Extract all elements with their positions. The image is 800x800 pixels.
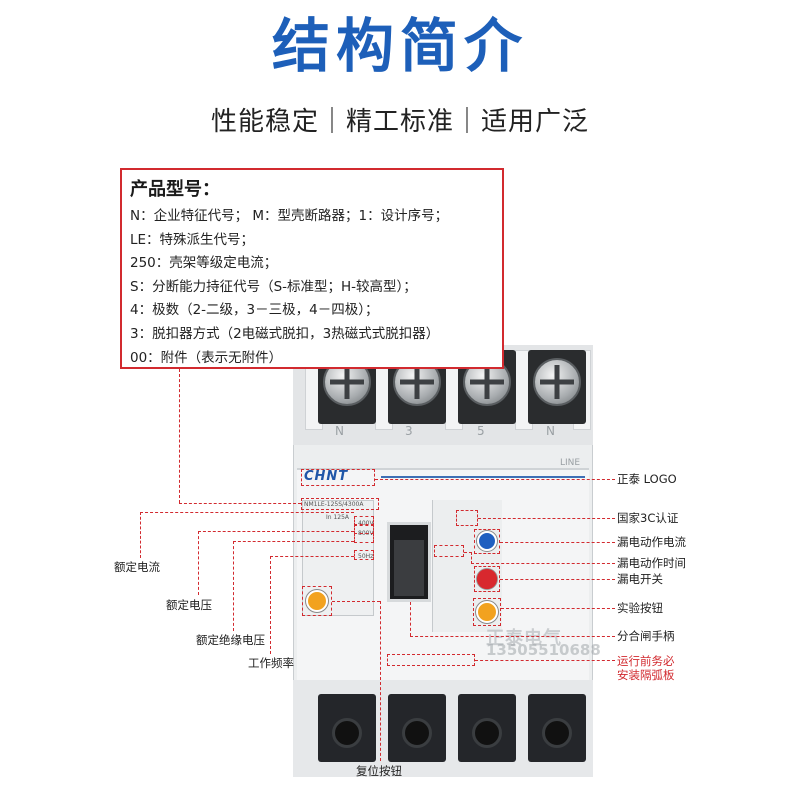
voltage-text: 400V	[358, 520, 374, 527]
annotation-logo: 正泰 LOGO	[617, 472, 677, 486]
product-spec-box: 产品型号： N：企业特征代号； M：型壳断路器；1：设计序号； LE：特殊派生代…	[120, 168, 504, 369]
spec-line: 00：附件（表示无附件）	[130, 349, 283, 366]
annotation-frequency: 工作频率	[248, 656, 294, 670]
operating-handle[interactable]	[394, 540, 424, 596]
annotation-leak-switch: 漏电开关	[617, 572, 663, 586]
spec-line: S：分断能力持征代号（S-标准型；H-较高型）；	[130, 278, 417, 295]
rating-text: In 125A	[326, 514, 350, 521]
leak-switch-button[interactable]	[477, 569, 497, 589]
terminal-hole-icon	[472, 718, 502, 748]
model-text: NM1LE-125S/4300A	[304, 501, 364, 508]
annotation-test-button: 实验按钮	[617, 601, 663, 615]
reset-button[interactable]	[306, 590, 328, 612]
test-button[interactable]	[476, 601, 498, 623]
accent-line	[381, 476, 585, 478]
page-title: 结构简介	[271, 12, 528, 80]
spec-line: 3：脱扣器方式（2电磁式脱扣，3热磁式式脱扣器）	[130, 325, 440, 342]
annotation-leak-current: 漏电动作电流	[617, 535, 686, 549]
terminal-hole-icon	[402, 718, 432, 748]
pole-number: N	[335, 424, 344, 438]
terminal-hole-icon	[542, 718, 572, 748]
annotation-rated-insulation: 额定绝缘电压	[196, 633, 265, 647]
annotation-rated-voltage: 额定电压	[166, 598, 212, 612]
leak-current-knob[interactable]	[477, 531, 497, 551]
annotation-warning-line2: 安装隔弧板	[617, 668, 675, 682]
annotation-handle: 分合闸手柄	[617, 629, 675, 643]
spec-line: LE：特殊派生代号；	[130, 231, 255, 248]
terminal-hole-icon	[332, 718, 362, 748]
annotation-rated-current: 额定电流	[114, 560, 160, 574]
pole-number: N	[546, 424, 555, 438]
chnt-logo: CHNT	[304, 469, 349, 484]
spec-line: 4：极数（2-二级，3－三极，4－四极）；	[130, 302, 379, 319]
pole-number: 5	[477, 424, 485, 438]
page-subtitle: 性能稳定｜精工标准｜适用广泛	[210, 107, 589, 137]
annotation-ccc: 国家3C认证	[617, 511, 679, 525]
terminal-screw-icon	[533, 358, 581, 406]
watermark-phone: 13505510688	[486, 641, 601, 659]
frequency-text: 50Hz	[358, 553, 374, 560]
annotation-warning-line1: 运行前务必	[617, 654, 675, 668]
annotation-reset: 复位按钮	[356, 764, 402, 778]
spec-line: 250：壳架等级定电流；	[130, 255, 278, 272]
spec-heading: 产品型号：	[130, 179, 220, 200]
spec-line: N：企业特征代号； M：型壳断路器；1：设计序号；	[130, 208, 449, 224]
pole-number: 3	[405, 424, 413, 438]
annotation-leak-time: 漏电动作时间	[617, 556, 686, 570]
watermark: 正泰电气	[486, 628, 562, 649]
line-label: LINE	[560, 458, 581, 468]
